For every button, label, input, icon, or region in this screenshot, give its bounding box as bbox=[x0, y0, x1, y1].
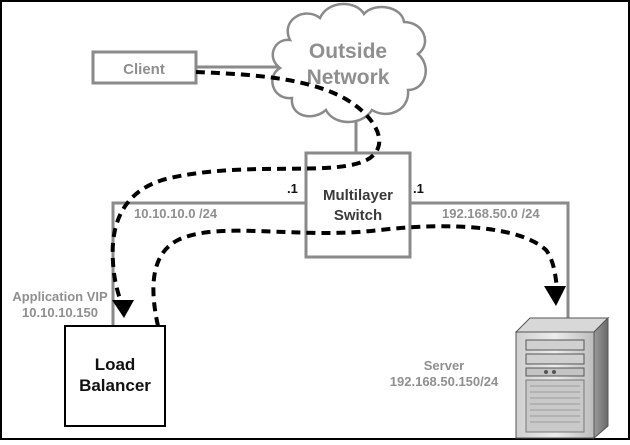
switch-box bbox=[304, 151, 412, 259]
application-vip-title: Application VIP bbox=[12, 289, 108, 304]
flow-arrowheads bbox=[112, 286, 566, 318]
load-balancer-label-line2: Balancer bbox=[79, 376, 151, 395]
load-balancer-box bbox=[64, 325, 166, 427]
client-label: Client bbox=[123, 61, 165, 78]
server-title: Server bbox=[424, 358, 464, 373]
application-vip-ip: 10.10.10.150 bbox=[22, 305, 98, 320]
load-balancer-label-line1: Load bbox=[95, 355, 136, 374]
cloud-label-line2: Network bbox=[307, 66, 390, 89]
load-balancer-node: Load Balancer bbox=[64, 325, 166, 427]
traffic-flow bbox=[110, 70, 559, 327]
flow-loadbalancer-to-server bbox=[151, 224, 559, 327]
cloud-shape bbox=[271, 2, 427, 124]
switch-label-line2: Switch bbox=[334, 207, 382, 224]
arrowhead-to-server bbox=[544, 286, 566, 306]
outside-network-cloud: Outside Network bbox=[271, 2, 427, 124]
network-labels: .1 .1 10.10.10.0 /24 192.168.50.0 /24 Ap… bbox=[12, 181, 540, 389]
client-node: Client bbox=[91, 50, 198, 85]
server-icon bbox=[514, 316, 610, 440]
right-gateway-label: .1 bbox=[413, 181, 424, 196]
client-box bbox=[91, 50, 198, 85]
network-links bbox=[111, 65, 570, 326]
multilayer-switch-node: Multilayer Switch bbox=[304, 151, 412, 259]
right-subnet-label: 192.168.50.0 /24 bbox=[442, 206, 540, 221]
left-subnet-label: 10.10.10.0 /24 bbox=[134, 206, 218, 221]
switch-label-line1: Multilayer bbox=[323, 187, 393, 204]
flow-client-to-loadbalancer bbox=[110, 70, 382, 307]
server-top bbox=[514, 317, 610, 333]
server-ip: 192.168.50.150/24 bbox=[390, 374, 499, 389]
left-gateway-label: .1 bbox=[287, 181, 298, 196]
cloud-label-line1: Outside bbox=[309, 40, 387, 63]
link-switch-loadbalancer bbox=[111, 201, 306, 326]
link-switch-server bbox=[410, 201, 570, 318]
server-side bbox=[593, 316, 609, 440]
arrowhead-to-loadbalancer bbox=[112, 300, 134, 318]
